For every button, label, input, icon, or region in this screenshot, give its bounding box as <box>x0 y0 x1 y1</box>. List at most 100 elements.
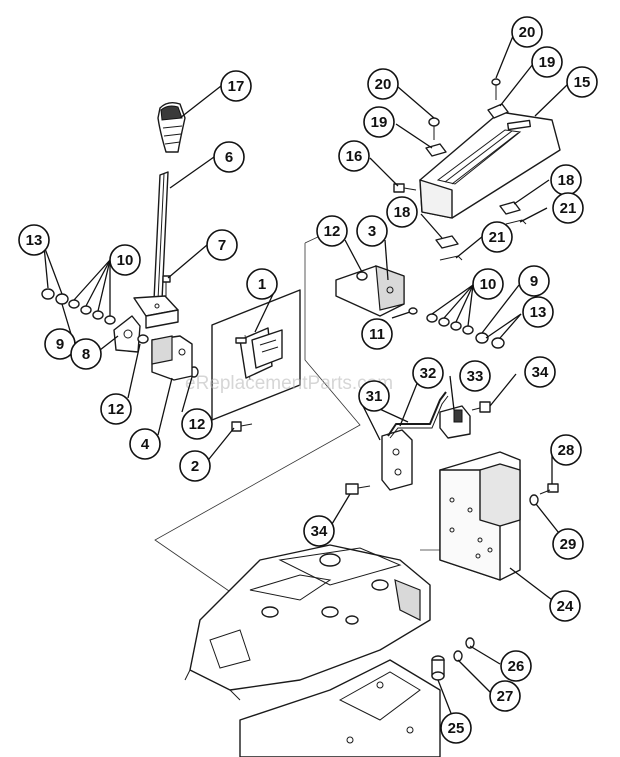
callout-21-left[interactable]: 21 <box>481 221 513 253</box>
callout-32[interactable]: 32 <box>412 357 444 389</box>
svg-text:12: 12 <box>324 223 341 240</box>
screw-34-left[interactable] <box>345 483 371 495</box>
svg-text:7: 7 <box>218 237 226 254</box>
callout-4[interactable]: 4 <box>129 428 161 460</box>
svg-text:1: 1 <box>258 276 266 293</box>
svg-text:10: 10 <box>117 252 134 269</box>
svg-text:12: 12 <box>108 401 125 418</box>
svg-text:18: 18 <box>394 204 411 221</box>
bracket-3[interactable] <box>335 265 405 317</box>
washer-29[interactable] <box>529 494 539 506</box>
svg-text:32: 32 <box>420 365 437 382</box>
callout-29[interactable]: 29 <box>552 528 584 560</box>
callout-16[interactable]: 16 <box>338 140 370 172</box>
callout-21-right[interactable]: 21 <box>552 192 584 224</box>
svg-text:25: 25 <box>448 720 465 737</box>
svg-text:16: 16 <box>346 148 363 165</box>
screw-34-right[interactable] <box>471 401 491 413</box>
screw-20-left[interactable] <box>428 117 440 140</box>
svg-text:21: 21 <box>489 229 506 246</box>
callout-28[interactable]: 28 <box>550 434 582 466</box>
callout-17[interactable]: 17 <box>220 70 252 102</box>
svg-text:12: 12 <box>189 416 206 433</box>
callout-34-right[interactable]: 34 <box>524 356 556 388</box>
fitting-25[interactable] <box>431 655 445 681</box>
svg-text:10: 10 <box>480 276 497 293</box>
svg-text:21: 21 <box>560 200 577 217</box>
callout-18-right[interactable]: 18 <box>550 164 582 196</box>
callout-25[interactable]: 25 <box>440 712 472 744</box>
callout-12-a[interactable]: 12 <box>100 393 132 425</box>
callout-12-c[interactable]: 12 <box>316 215 348 247</box>
callout-2[interactable]: 2 <box>179 450 211 482</box>
svg-text:34: 34 <box>311 523 328 540</box>
nut-washer-stack-right[interactable] <box>426 313 505 349</box>
svg-text:9: 9 <box>56 336 64 353</box>
rod-32[interactable] <box>387 391 449 439</box>
callout-9-right[interactable]: 9 <box>518 265 550 297</box>
leader-lines <box>43 35 568 727</box>
transmission-case <box>239 659 441 757</box>
callout-20-right[interactable]: 20 <box>511 16 543 48</box>
shift-knob[interactable] <box>157 101 186 153</box>
svg-text:20: 20 <box>519 24 536 41</box>
callout-3[interactable]: 3 <box>356 215 388 247</box>
callout-27[interactable]: 27 <box>489 680 521 712</box>
callout-31[interactable]: 31 <box>358 380 390 412</box>
callout-7[interactable]: 7 <box>206 229 238 261</box>
screw-2[interactable] <box>231 421 253 432</box>
callout-12-b[interactable]: 12 <box>181 408 213 440</box>
svg-text:17: 17 <box>228 78 245 95</box>
nut-plate-18-left[interactable] <box>435 235 459 249</box>
callout-33[interactable]: 33 <box>459 360 491 392</box>
svg-text:13: 13 <box>26 232 43 249</box>
callout-13-right[interactable]: 13 <box>522 296 554 328</box>
seal-26[interactable] <box>465 637 475 649</box>
control-lever[interactable] <box>133 171 179 329</box>
bracket-plate-1[interactable] <box>211 289 301 421</box>
callout-15[interactable]: 15 <box>566 66 598 98</box>
callout-34-left[interactable]: 34 <box>303 515 335 547</box>
callout-19-right[interactable]: 19 <box>531 46 563 78</box>
svg-text:4: 4 <box>141 436 150 453</box>
screw-28[interactable] <box>539 483 559 495</box>
pivot-bracket-4[interactable] <box>151 335 193 381</box>
bracket-8[interactable] <box>113 315 141 353</box>
callout-26[interactable]: 26 <box>500 650 532 682</box>
callout-8[interactable]: 8 <box>70 338 102 370</box>
nut-plate-18-right[interactable] <box>499 201 521 215</box>
svg-text:13: 13 <box>530 304 547 321</box>
lever-cover[interactable] <box>419 111 561 219</box>
callout-10-right[interactable]: 10 <box>472 268 504 300</box>
svg-text:8: 8 <box>82 346 90 363</box>
callout-1[interactable]: 1 <box>246 268 278 300</box>
callout-6[interactable]: 6 <box>213 141 245 173</box>
svg-text:19: 19 <box>371 114 388 131</box>
svg-text:33: 33 <box>467 368 484 385</box>
svg-text:18: 18 <box>558 172 575 189</box>
callout-18-left[interactable]: 18 <box>386 196 418 228</box>
svg-text:11: 11 <box>369 326 385 343</box>
o-ring-27[interactable] <box>453 650 463 662</box>
clip-19-right[interactable] <box>487 103 509 119</box>
svg-text:29: 29 <box>560 536 577 553</box>
callout-10-left[interactable]: 10 <box>109 244 141 276</box>
screw-16[interactable] <box>393 183 417 193</box>
callout-11[interactable]: 11 <box>361 318 393 350</box>
callout-13-left[interactable]: 13 <box>18 224 50 256</box>
clip-21-right[interactable] <box>505 219 527 225</box>
svg-text:31: 31 <box>366 388 383 405</box>
callout-24[interactable]: 24 <box>549 590 581 622</box>
callout-20-left[interactable]: 20 <box>367 68 399 100</box>
screw-20-right[interactable] <box>491 78 501 100</box>
clamp-33[interactable] <box>439 405 471 439</box>
mounting-plate-24[interactable] <box>439 451 521 581</box>
svg-text:19: 19 <box>539 54 556 71</box>
svg-text:2: 2 <box>191 458 199 475</box>
bracket-31[interactable] <box>381 429 413 491</box>
washer-11[interactable] <box>408 307 418 315</box>
callout-19-left[interactable]: 19 <box>363 106 395 138</box>
svg-text:26: 26 <box>508 658 525 675</box>
screw-7[interactable] <box>162 275 171 297</box>
